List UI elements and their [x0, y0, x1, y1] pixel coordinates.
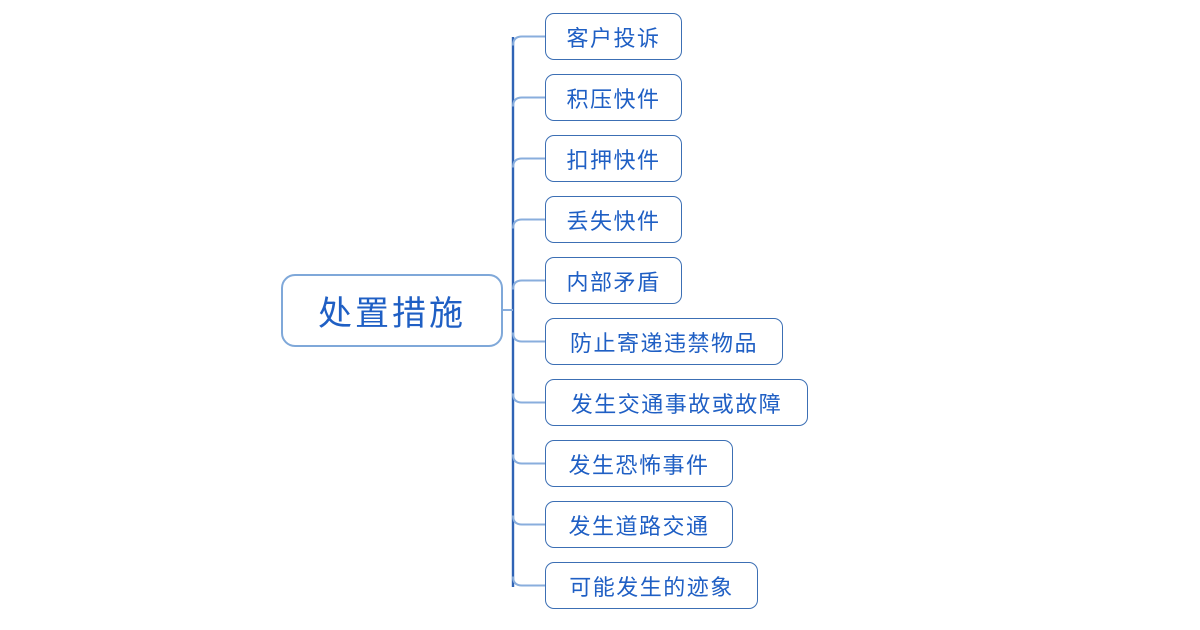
connector-branch-1 — [512, 35, 545, 46]
mindmap-child-node-7[interactable]: 发生交通事故或故障 — [545, 379, 808, 426]
connector-branch-10 — [512, 576, 545, 587]
connector-branch-3 — [512, 157, 545, 168]
mindmap-child-label: 丢失快件 — [566, 208, 661, 234]
mindmap-child-node-10[interactable]: 可能发生的迹象 — [545, 562, 758, 609]
mindmap-child-label: 扣押快件 — [566, 147, 661, 173]
mindmap-child-node-8[interactable]: 发生恐怖事件 — [545, 440, 733, 487]
mindmap-child-node-4[interactable]: 丢失快件 — [545, 196, 682, 243]
mindmap-child-label: 客户投诉 — [566, 25, 661, 51]
connector-branch-4 — [512, 218, 545, 229]
mindmap-child-node-2[interactable]: 积压快件 — [545, 74, 682, 121]
mindmap-child-label: 可能发生的迹象 — [569, 574, 734, 600]
mindmap-child-label: 发生交通事故或故障 — [570, 391, 783, 417]
mindmap-child-label: 积压快件 — [566, 86, 661, 112]
mindmap-child-node-1[interactable]: 客户投诉 — [545, 13, 682, 60]
mindmap-child-label: 发生道路交通 — [568, 513, 710, 539]
connector-branch-2 — [512, 96, 545, 107]
connector-branch-9 — [512, 515, 545, 526]
connector-branch-5 — [512, 279, 545, 290]
mindmap-child-label: 防止寄递违禁物品 — [569, 330, 758, 356]
connector-branch-8 — [512, 454, 545, 465]
connector-branch-6 — [512, 332, 545, 343]
mindmap-child-node-9[interactable]: 发生道路交通 — [545, 501, 733, 548]
mindmap-child-node-5[interactable]: 内部矛盾 — [545, 257, 682, 304]
connector-branch-7 — [512, 393, 545, 404]
mindmap-root-node[interactable]: 处置措施 — [281, 274, 503, 347]
mindmap-child-node-3[interactable]: 扣押快件 — [545, 135, 682, 182]
mindmap-child-node-6[interactable]: 防止寄递违禁物品 — [545, 318, 783, 365]
mindmap-child-label: 发生恐怖事件 — [568, 452, 710, 478]
mindmap-root-label: 处置措施 — [318, 296, 466, 333]
mindmap-child-label: 内部矛盾 — [566, 269, 661, 295]
